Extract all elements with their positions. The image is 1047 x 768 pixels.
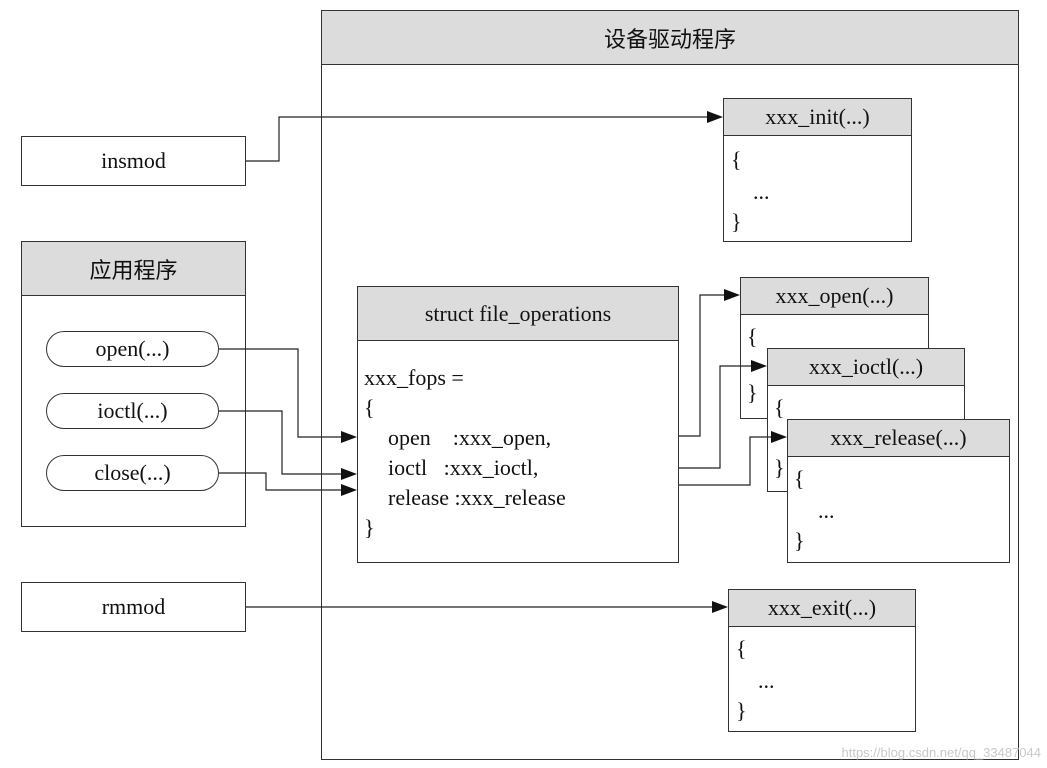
arrowhead-exit xyxy=(712,601,728,613)
open-fn-title: xxx_open(...) xyxy=(741,278,928,315)
exit-title: xxx_exit(...) xyxy=(729,590,915,627)
release-function-box: xxx_release(...) { ... } xyxy=(787,419,1010,563)
release-open-brace: { xyxy=(794,466,805,491)
arrowhead-ioctl-fn xyxy=(751,360,767,372)
open-fn-brace-2: } xyxy=(747,380,758,405)
fops-entry-open: open :xxx_open, xyxy=(388,425,552,450)
init-open-brace: { xyxy=(731,147,742,172)
ioctl-fn-title: xxx_ioctl(...) xyxy=(768,349,964,386)
release-body: ... xyxy=(818,498,835,523)
wire-fops-ioctl xyxy=(679,365,752,469)
arrowhead-open-fn xyxy=(724,289,740,301)
wire-open-fops xyxy=(219,348,341,438)
call-close: close(...) xyxy=(46,455,219,491)
exit-open-brace: { xyxy=(736,636,747,661)
arrowhead-fops-open xyxy=(341,431,357,443)
release-close-brace: } xyxy=(794,528,805,553)
init-title: xxx_init(...) xyxy=(724,99,911,136)
fops-open-brace: { xyxy=(364,395,375,420)
exit-close-brace: } xyxy=(736,698,747,723)
fops-entry-ioctl: ioctl :xxx_ioctl, xyxy=(388,455,539,480)
fops-box: struct file_operations xxx_fops = { open… xyxy=(357,286,679,563)
call-ioctl: ioctl(...) xyxy=(46,393,219,429)
ioctl-fn-brace-1: { xyxy=(774,395,785,420)
insmod-box: insmod xyxy=(21,136,246,186)
init-close-brace: } xyxy=(731,209,742,234)
wire-ioctl-fops xyxy=(219,410,341,475)
fops-close-brace: } xyxy=(364,515,375,540)
exit-body: ... xyxy=(758,668,775,693)
arrowhead-fops-release xyxy=(341,484,357,496)
rmmod-box: rmmod xyxy=(21,582,246,632)
watermark: https://blog.csdn.net/qq_33487044 xyxy=(841,745,1042,760)
wire-close-fops xyxy=(219,472,341,491)
fops-decl: xxx_fops = xyxy=(364,365,464,390)
open-fn-brace-1: { xyxy=(747,324,758,349)
driver-title: 设备驱动程序 xyxy=(322,11,1018,65)
release-fn-title: xxx_release(...) xyxy=(788,420,1009,457)
ioctl-fn-brace-2: } xyxy=(774,455,785,480)
arrowhead-release-fn xyxy=(771,431,787,443)
wire-insmod-init xyxy=(246,116,708,162)
wire-fops-release xyxy=(679,436,772,486)
fops-title: struct file_operations xyxy=(358,287,678,341)
init-function-box: xxx_init(...) { ... } xyxy=(723,98,912,242)
arrowhead-fops-ioctl xyxy=(341,468,357,480)
exit-function-box: xxx_exit(...) { ... } xyxy=(728,589,916,732)
call-open: open(...) xyxy=(46,331,219,367)
arrowhead-init xyxy=(707,111,723,123)
app-title: 应用程序 xyxy=(22,242,245,296)
wire-fops-open xyxy=(679,294,725,437)
init-body: ... xyxy=(753,179,770,204)
fops-entry-release: release :xxx_release xyxy=(388,485,566,510)
